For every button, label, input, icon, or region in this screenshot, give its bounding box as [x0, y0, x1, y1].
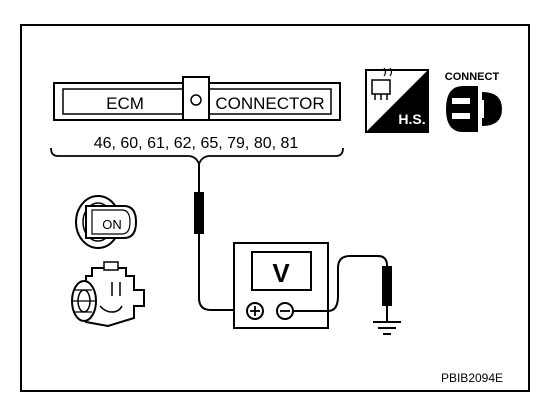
- voltmeter-display: [251, 251, 312, 291]
- connector-right-label: CONNECTOR: [215, 94, 324, 113]
- hot-soak-label: H.S.: [398, 111, 425, 127]
- probe-handle: [194, 192, 204, 234]
- ignition-key-on-icon: ON: [75, 195, 138, 249]
- negative-probe: [293, 255, 392, 322]
- negative-lead-wire: [293, 255, 388, 312]
- connector-pin-numbers: 46, 60, 61, 62, 65, 79, 80, 81: [94, 135, 299, 152]
- ecm-connector: ECM CONNECTOR: [53, 76, 341, 121]
- positive-probe: [194, 164, 248, 311]
- negative-terminal-icon: [276, 302, 294, 320]
- ground-icon: [373, 321, 401, 335]
- connector-left-label: ECM: [106, 94, 144, 113]
- positive-lead-wire: [198, 234, 248, 311]
- positive-terminal-icon: [246, 302, 264, 320]
- connect-icon: CONNECT: [445, 71, 502, 132]
- voltmeter: V: [233, 242, 329, 329]
- negative-probe-handle: [382, 266, 392, 306]
- hot-soak-icon: H.S.: [365, 67, 429, 133]
- connect-label: CONNECT: [445, 71, 500, 83]
- voltmeter-symbol: V: [272, 258, 290, 288]
- diagram-frame: [20, 24, 530, 392]
- ignition-on-label: ON: [102, 217, 122, 232]
- figure-code: PBIB2094E: [441, 371, 503, 385]
- engine-icon: [71, 261, 145, 328]
- connector-latch: [182, 76, 210, 121]
- connector-lock-hole: [190, 94, 202, 106]
